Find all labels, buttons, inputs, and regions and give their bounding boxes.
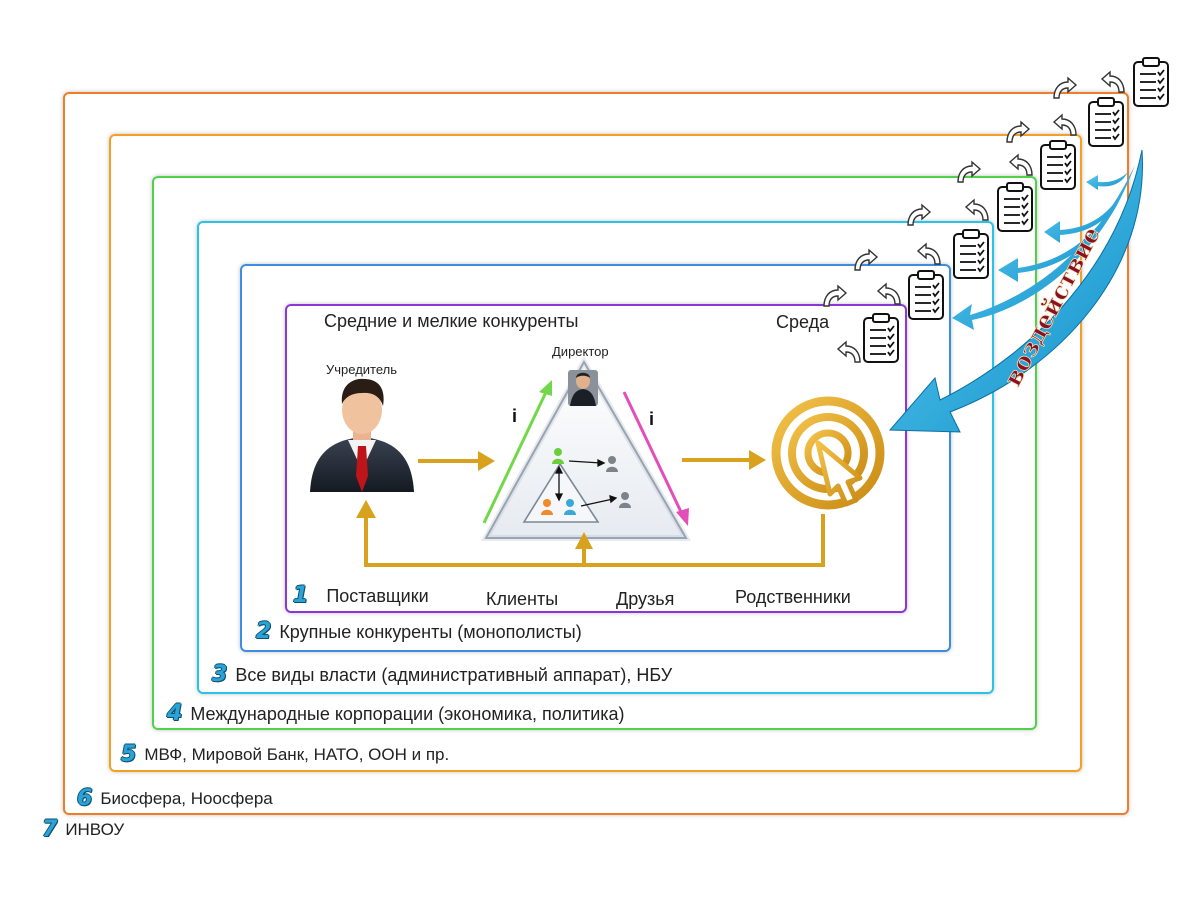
level-text: Крупные конкуренты (монополисты) bbox=[279, 622, 582, 642]
clients-label: Клиенты bbox=[486, 589, 559, 609]
level-number: 4 bbox=[167, 701, 183, 726]
founder-label: Учредитель bbox=[326, 362, 398, 377]
frame-level-1 bbox=[285, 304, 907, 613]
level-text: ИНВОУ bbox=[65, 820, 125, 839]
relatives-label: Родственники bbox=[735, 587, 851, 607]
flow-arrows bbox=[356, 450, 825, 567]
frame-level-5 bbox=[109, 134, 1082, 772]
frame-level-3 bbox=[197, 221, 994, 694]
level-number: 2 bbox=[256, 619, 272, 644]
level-5-label: 5 МВФ, Мировой Банк, НАТО, ООН и пр. bbox=[121, 744, 449, 766]
level-6-label: 6 Биосфера, Ноосфера bbox=[77, 788, 273, 810]
director-label: Директор bbox=[552, 344, 609, 359]
info-arrow-magenta bbox=[622, 391, 689, 526]
info-arrow-green bbox=[482, 380, 552, 524]
level-3-label: 3 Все виды власти (административный аппа… bbox=[212, 664, 672, 686]
info-label-right: i bbox=[649, 409, 654, 429]
frame-level-2 bbox=[240, 264, 951, 652]
level-number: 7 bbox=[42, 817, 58, 842]
level-text: Международные корпорации (экономика, пол… bbox=[190, 704, 625, 724]
level-2-label: 2 Крупные конкуренты (монополисты) bbox=[256, 621, 582, 643]
level-7-label: 7 ИНВОУ bbox=[42, 819, 124, 841]
level-text: Поставщики bbox=[326, 586, 429, 606]
clipboard-checklist-icon bbox=[863, 57, 1169, 363]
level-text: Биосфера, Ноосфера bbox=[100, 789, 273, 808]
environment-label: Среда bbox=[776, 312, 830, 332]
level-text: МВФ, Мировой Банк, НАТО, ООН и пр. bbox=[144, 745, 450, 764]
level-number: 5 bbox=[121, 742, 137, 767]
level-number: 3 bbox=[212, 662, 228, 687]
director-icon bbox=[568, 370, 598, 406]
team-icons bbox=[541, 448, 631, 515]
businessman-icon bbox=[310, 378, 414, 492]
competitors-label: Средние и мелкие конкуренты bbox=[324, 311, 579, 331]
friends-label: Друзья bbox=[616, 589, 675, 609]
target-icon bbox=[771, 396, 885, 510]
level-1-label: 1 Поставщики bbox=[293, 585, 429, 607]
level-text: Все виды власти (административный аппара… bbox=[235, 665, 673, 685]
info-label-left: i bbox=[512, 406, 517, 426]
frame-level-4 bbox=[152, 176, 1037, 730]
influence-arrows bbox=[888, 149, 1143, 433]
frame-level-6 bbox=[63, 92, 1129, 815]
level-number: 1 bbox=[293, 583, 309, 608]
level-number: 6 bbox=[77, 786, 93, 811]
level-4-label: 4 Международные корпорации (экономика, п… bbox=[167, 703, 625, 725]
